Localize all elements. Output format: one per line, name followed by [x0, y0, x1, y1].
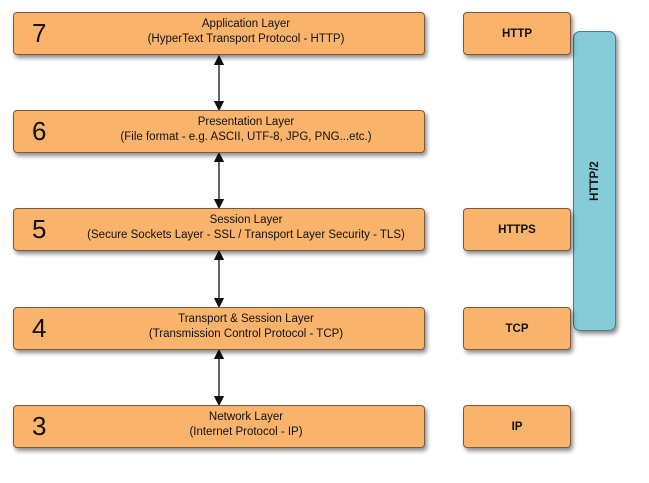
layer-number: 5: [32, 214, 47, 244]
protocol-box-tcp: TCP: [463, 307, 571, 350]
protocol-box-http: HTTP: [463, 12, 571, 55]
layer-title: Network Layer: [208, 411, 284, 423]
layer-box-3: 3 Network Layer (Internet Protocol - IP): [13, 405, 425, 448]
layer-box-5: 5 Session Layer (Secure Sockets Layer - …: [13, 208, 425, 251]
layer-subtitle: (HyperText Transport Protocol - HTTP): [147, 33, 345, 45]
layer-text: Presentation Layer (File format - e.g. A…: [74, 115, 418, 145]
layer-box-6: 6 Presentation Layer (File format - e.g.…: [13, 110, 425, 153]
layer-text: Session Layer (Secure Sockets Layer - SS…: [74, 213, 418, 243]
layer-subtitle: (File format - e.g. ASCII, UTF-8, JPG, P…: [120, 131, 372, 143]
http2-label: HTTP/2: [588, 161, 601, 201]
layer-box-4: 4 Transport & Session Layer (Transmissio…: [13, 307, 425, 350]
layer-number: 7: [32, 18, 47, 48]
layer-title: Session Layer: [209, 214, 283, 226]
protocol-box-ip: IP: [463, 405, 571, 448]
layer-text: Network Layer (Internet Protocol - IP): [74, 410, 418, 440]
layer-text: Application Layer (HyperText Transport P…: [74, 17, 418, 47]
layer-title: Application Layer: [201, 18, 291, 30]
layer-number: 6: [32, 116, 47, 146]
layer-number: 4: [32, 313, 47, 343]
layer-text: Transport & Session Layer (Transmission …: [74, 312, 418, 342]
protocol-box-https: HTTPS: [463, 208, 571, 251]
layer-subtitle: (Secure Sockets Layer - SSL / Transport …: [87, 229, 405, 241]
http2-box: HTTP/2: [573, 31, 616, 331]
layer-title: Transport & Session Layer: [178, 313, 314, 325]
layer-subtitle: (Internet Protocol - IP): [189, 426, 303, 438]
layer-title: Presentation Layer: [197, 116, 295, 128]
layer-subtitle: (Transmission Control Protocol - TCP): [148, 328, 344, 340]
layer-box-7: 7 Application Layer (HyperText Transport…: [13, 12, 425, 55]
layer-number: 3: [32, 411, 47, 441]
